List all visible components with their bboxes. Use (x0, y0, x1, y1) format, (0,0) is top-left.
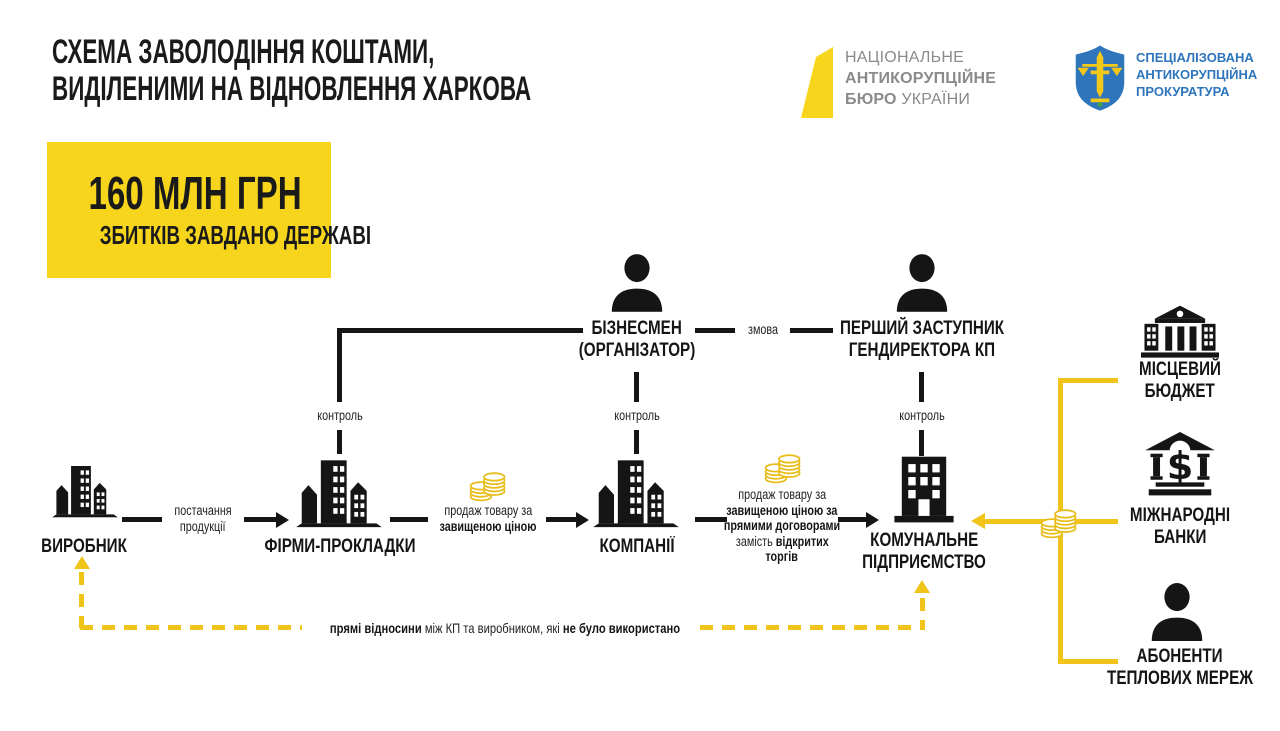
companies-buildings-icon (593, 450, 679, 528)
sap-shield-icon (1075, 45, 1125, 111)
nabu-line1: НАЦІОНАЛЬНЕ (845, 49, 964, 66)
funding-stub-budget (1058, 378, 1118, 383)
direct-relations-vertical-right (920, 598, 925, 630)
control-line-companies-lower (634, 430, 639, 454)
sap-line3: ПРОКУРАТУРА (1136, 84, 1230, 99)
damage-amount: 160 МЛН ГРН (88, 167, 302, 219)
overpriced-sale-label: продаж товару за завищеною ціною (439, 503, 537, 534)
control-line-shell-lower (337, 430, 342, 454)
local-budget-label: МІСЦЕВИЙ БЮДЖЕТ (1139, 359, 1221, 402)
direct-contracts-line-b (838, 517, 866, 522)
coins-icon-overpriced (467, 468, 509, 502)
first-deputy-label: ПЕРШИЙ ЗАСТУПНИК ГЕНДИРЕКТОРА КП (839, 318, 1005, 361)
funding-stub-subscribers (1058, 659, 1118, 664)
control-elbow-horizontal (337, 328, 583, 333)
companies-label: КОМПАНІЇ (599, 536, 675, 557)
deputy-person-icon (894, 254, 950, 312)
direct-relations-arrowhead-producer-icon (74, 556, 90, 569)
funding-arrowhead-icon (971, 513, 985, 529)
international-banks-bank-icon (1143, 432, 1217, 498)
coins-icon-funding (1038, 505, 1080, 539)
supply-arrowhead-icon (276, 512, 289, 528)
utility-building-icon (887, 452, 961, 528)
nabu-line2: АНТИКОРУПЦІЙНЕ (845, 70, 997, 87)
sap-line2: АНТИКОРУПЦІЙНА (1136, 67, 1258, 82)
sap-logo: СПЕЦІАЛІЗОВАНА АНТИКОРУПЦІЙНА ПРОКУРАТУР… (1136, 49, 1257, 100)
direct-relations-horizontal-left (80, 625, 302, 630)
supply-label: постачання продукції (174, 503, 232, 534)
damage-stat-box: 160 МЛН ГРН ЗБИТКІВ ЗАВДАНО ДЕРЖАВІ (47, 142, 371, 278)
nabu-mark-icon (801, 47, 833, 118)
overpriced-line-a (390, 517, 428, 522)
direct-contracts-line-a (695, 517, 727, 522)
control-label-utility: контроль (899, 408, 945, 423)
international-banks-label: МІЖНАРОДНІ БАНКИ (1129, 505, 1231, 548)
heat-subscribers-person-icon (1148, 583, 1206, 641)
page-title-line2: ВИДІЛЕНИМИ НА ВІДНОВЛЕННЯ ХАРКОВА (52, 70, 532, 108)
control-line-companies-upper (634, 372, 639, 402)
nabu-line3-rest: УКРАЇНИ (901, 91, 971, 108)
funding-arrow-line (985, 519, 1060, 524)
direct-relations-label: прямі відносини між КП та виробником, як… (329, 620, 681, 636)
nabu-line3-bold: БЮРО (845, 91, 897, 108)
producer-label: ВИРОБНИК (41, 536, 127, 557)
funding-stub-banks (1058, 519, 1118, 524)
sap-line1: СПЕЦІАЛІЗОВАНА (1136, 50, 1254, 65)
local-budget-gov-icon (1141, 305, 1219, 360)
page-title: СХЕМА ЗАВОЛОДІННЯ КОШТАМИ, ВИДІЛЕНИМИ НА… (52, 34, 778, 108)
businessman-label: БІЗНЕСМЕН (ОРГАНІЗАТОР) (578, 318, 696, 361)
nabu-logo: НАЦІОНАЛЬНЕ АНТИКОРУПЦІЙНЕ БЮРО УКРАЇНИ (845, 47, 996, 110)
supply-line-a (122, 517, 162, 522)
direct-contracts-arrowhead-icon (866, 512, 879, 528)
direct-relations-arrowhead-utility-icon (914, 580, 930, 593)
page-title-line1: СХЕМА ЗАВОЛОДІННЯ КОШТАМИ, (52, 33, 435, 71)
utility-company-label: КОМУНАЛЬНЕ ПІДПРИЄМСТВО (862, 530, 986, 573)
heat-subscribers-label: АБОНЕНТИ ТЕПЛОВИХ МЕРЕЖ (1107, 646, 1253, 689)
direct-relations-vertical-left (79, 572, 84, 628)
businessman-person-icon (609, 254, 665, 312)
direct-relations-horizontal-right (700, 625, 912, 630)
overpriced-arrowhead-icon (576, 512, 589, 528)
shell-firms-buildings-icon (296, 450, 382, 528)
direct-contracts-sale-label: продаж товару за завищеною ціною за прям… (723, 487, 841, 564)
overpriced-line-b (546, 517, 576, 522)
damage-caption: ЗБИТКІВ ЗАВДАНО ДЕРЖАВІ (99, 220, 372, 250)
shell-firms-label: ФІРМИ-ПРОКЛАДКИ (264, 536, 416, 557)
producer-buildings-icon (52, 452, 118, 524)
control-line-utility-upper (919, 372, 924, 402)
coins-icon-direct-contracts (762, 450, 804, 484)
collusion-line-left (695, 328, 735, 333)
collusion-line-right (790, 328, 833, 333)
control-label-companies: контроль (614, 408, 660, 423)
control-line-utility-lower (919, 430, 924, 456)
collusion-label: змова (747, 322, 779, 337)
control-label-shell: контроль (317, 408, 363, 423)
control-elbow-vertical (337, 328, 342, 402)
supply-line-b (244, 517, 277, 522)
